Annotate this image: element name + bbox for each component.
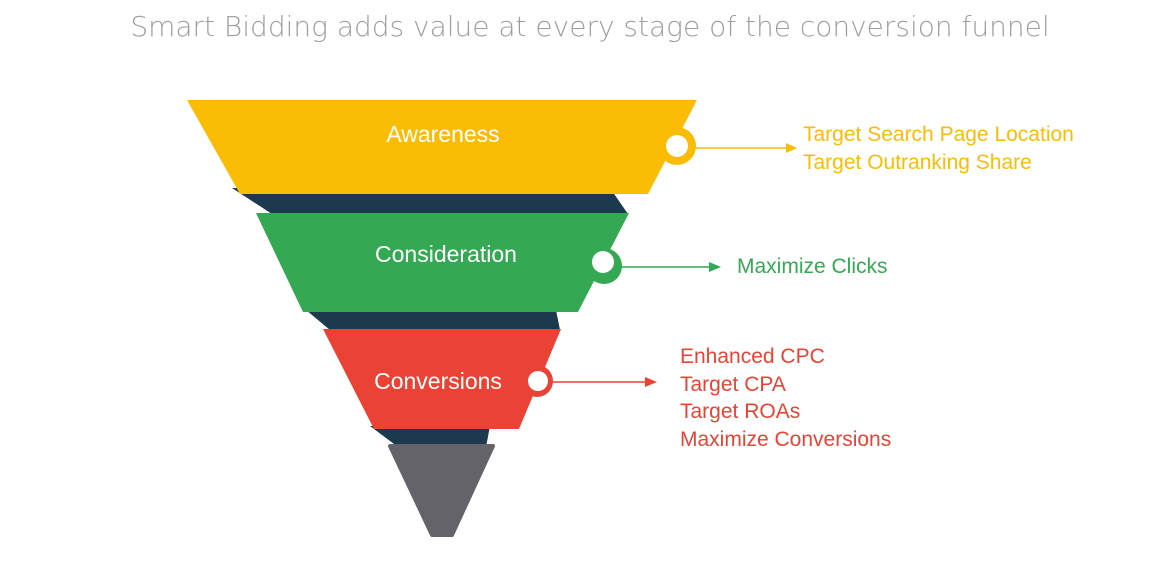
- consideration-band: [256, 213, 629, 312]
- funnel-tip: [388, 444, 495, 537]
- awareness-band: [187, 100, 697, 194]
- conversions-band: [323, 329, 561, 429]
- stage-awareness: Awareness: [187, 100, 797, 194]
- awareness-strategies: Target Search Page Location Target Outra…: [803, 121, 1074, 176]
- consideration-strategies: Maximize Clicks: [737, 253, 888, 281]
- awareness-strategy-item: Target Outranking Share: [803, 150, 1032, 174]
- awareness-label: Awareness: [386, 121, 499, 147]
- conversions-label: Conversions: [374, 368, 502, 394]
- awareness-arrow-head: [786, 143, 797, 153]
- page-title: Smart Bidding adds value at every stage …: [130, 10, 1050, 43]
- conversions-strategy-item: Enhanced CPC: [680, 345, 825, 368]
- consideration-connector-dot: [592, 251, 614, 273]
- conversions-connector-dot: [528, 371, 548, 391]
- conversions-strategy-item: Target CPA: [680, 372, 786, 396]
- stage-consideration: Consideration: [256, 213, 721, 312]
- stage-conversions: Conversions: [323, 329, 657, 429]
- conversions-strategy-item: Maximize Conversions: [680, 427, 892, 451]
- connector-band-1: [232, 188, 628, 214]
- consideration-label: Consideration: [375, 241, 517, 267]
- consideration-arrow-head: [709, 262, 721, 272]
- conversions-strategies: Enhanced CPC Target CPA Target ROAs Maxi…: [680, 343, 891, 453]
- connector-band-3: [370, 426, 490, 447]
- conversions-arrow-head: [645, 377, 657, 387]
- awareness-connector-dot: [666, 135, 688, 157]
- awareness-strategy-item: Target Search Page Location: [803, 123, 1074, 146]
- consideration-strategy-item: Maximize Clicks: [737, 255, 888, 278]
- conversions-strategy-item: Target ROAs: [680, 400, 801, 423]
